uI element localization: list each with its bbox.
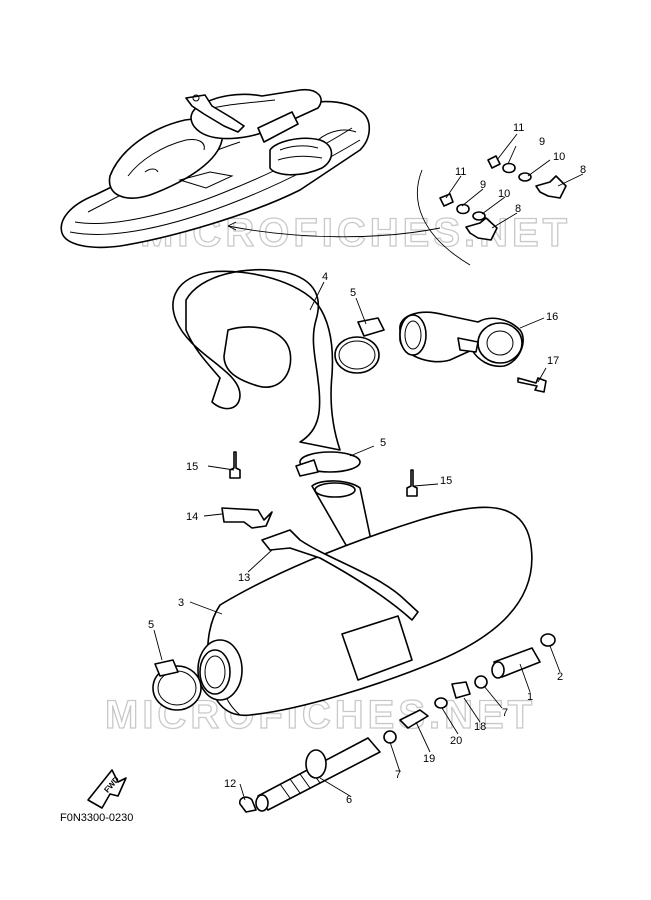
callout-3: 3 [178, 597, 184, 609]
pipe-1 [491, 647, 541, 679]
hardware-set-upper [439, 155, 567, 241]
watercraft-illustration [60, 88, 471, 266]
exhaust-pipe-4-inner [223, 326, 292, 388]
bracket-14 [221, 507, 273, 529]
callout-9: 9 [539, 136, 545, 148]
forward-arrow-icon: FWD [87, 769, 127, 809]
callout-11: 11 [513, 122, 524, 134]
callout-7: 7 [502, 707, 508, 719]
callout-10: 10 [498, 188, 510, 200]
clamp-7-lower [383, 730, 397, 744]
callout-10: 10 [553, 151, 565, 163]
diagram-code: F0N3300-0230 [60, 812, 134, 824]
exhaust-elbow-16 [399, 311, 524, 368]
callout-19: 19 [423, 753, 435, 765]
callout-16: 16 [546, 311, 558, 323]
callout-13: 13 [238, 572, 250, 584]
bolt-17 [517, 377, 547, 393]
clamp-7-upper [474, 675, 488, 689]
callout-5: 5 [148, 619, 154, 631]
callout-15: 15 [440, 475, 452, 487]
washer-20 [434, 697, 448, 709]
callout-9: 9 [480, 179, 486, 191]
callout-1: 1 [527, 691, 533, 703]
leader-lines [153, 133, 584, 801]
fitting-18 [451, 681, 471, 699]
fitting-19 [399, 709, 429, 729]
callout-11: 11 [455, 166, 466, 178]
callout-18: 18 [474, 721, 486, 733]
rivet-15-left [229, 451, 241, 479]
callout-5: 5 [380, 437, 386, 449]
callout-20: 20 [450, 735, 462, 747]
callout-5: 5 [350, 287, 356, 299]
callout-12: 12 [224, 778, 236, 790]
hose-6 [255, 737, 381, 812]
callout-2: 2 [557, 671, 563, 683]
muffler-3 [197, 480, 533, 717]
callout-4: 4 [322, 271, 328, 283]
rivet-15-right [406, 469, 418, 497]
callout-7: 7 [395, 769, 401, 781]
exhaust-pipe-4 [172, 269, 341, 451]
hose-clamp-5-lower [152, 659, 202, 711]
callout-6: 6 [346, 794, 352, 806]
strap-13 [261, 529, 419, 621]
callout-8: 8 [580, 164, 586, 176]
callout-14: 14 [186, 511, 198, 523]
callout-15: 15 [186, 461, 198, 473]
callout-8: 8 [515, 203, 521, 215]
hose-clamp-5-upper [334, 317, 385, 374]
clamp-12 [238, 796, 257, 813]
callout-17: 17 [547, 355, 559, 367]
hose-clamp-5-middle [295, 451, 361, 477]
clamp-2 [540, 633, 556, 647]
callout-numbers: 11 9 10 8 11 9 10 8 4 5 16 17 5 15 15 14… [148, 122, 586, 806]
